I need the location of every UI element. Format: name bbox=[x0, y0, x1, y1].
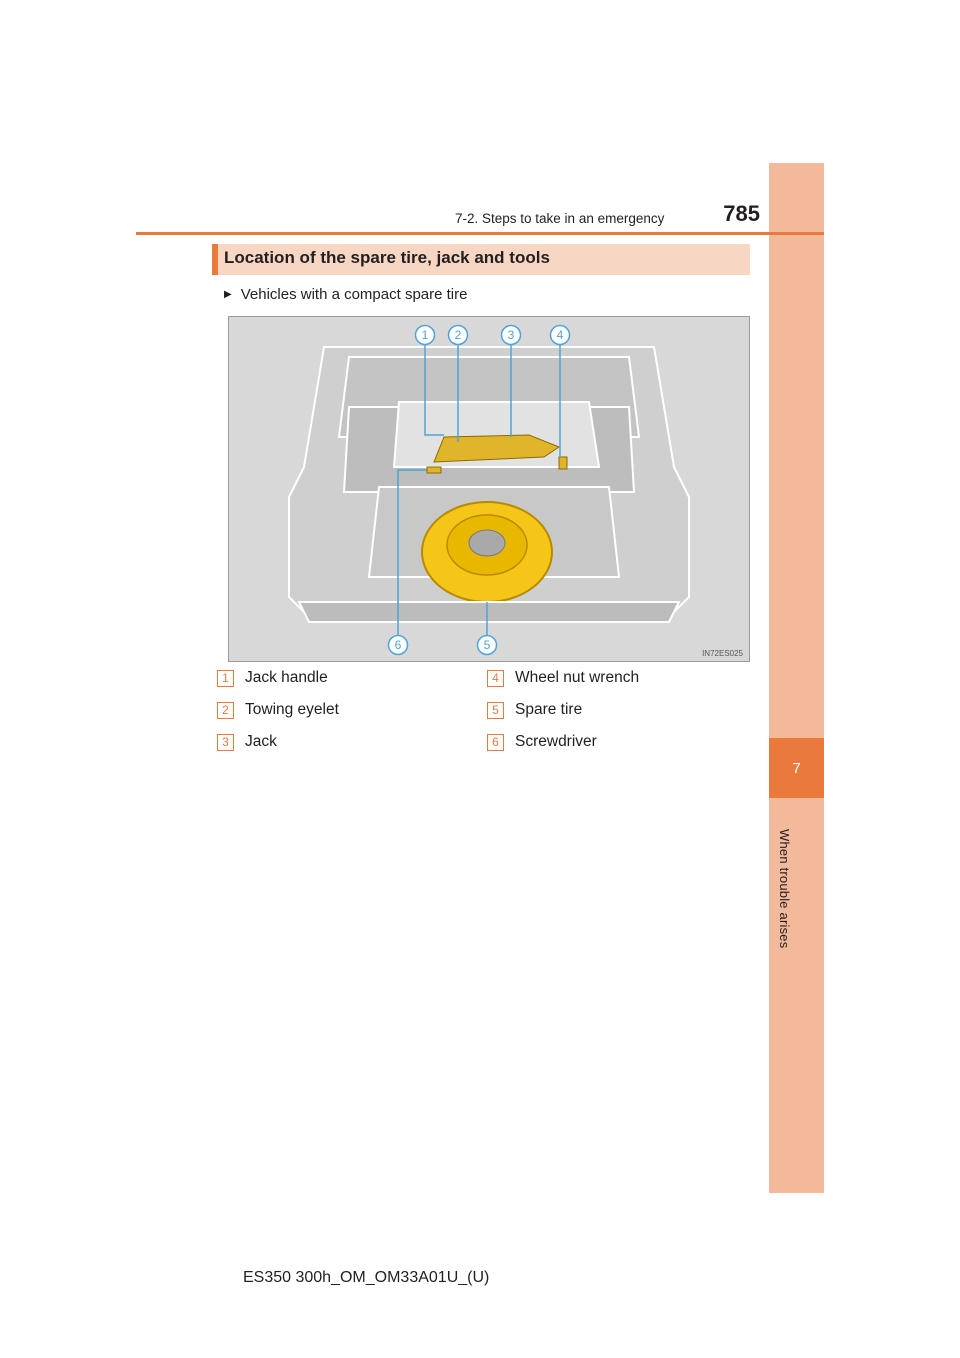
legend-label-4: Wheel nut wrench bbox=[515, 669, 640, 686]
callout-5 bbox=[476, 634, 498, 656]
callout-6 bbox=[387, 634, 409, 656]
chapter-label: When trouble arises bbox=[777, 829, 792, 949]
trunk-drawing: 1 2 3 4 5 6 bbox=[288, 324, 690, 656]
legend-item: 3 Jack bbox=[217, 733, 277, 751]
callout-6-number: 6 bbox=[395, 638, 402, 652]
figure-code: IN72ES025 bbox=[702, 649, 743, 658]
spare-tire-hub bbox=[468, 529, 506, 557]
chapter-tab-lower bbox=[769, 798, 824, 1193]
legend-number-6: 6 bbox=[487, 733, 504, 751]
legend-number-5: 5 bbox=[487, 701, 504, 719]
vehicle-variant-note: ▶ Vehicles with a compact spare tire bbox=[224, 286, 467, 303]
legend-item: 1 Jack handle bbox=[217, 669, 328, 687]
legend-label-6: Screwdriver bbox=[515, 733, 597, 750]
running-header: 7-2. Steps to take in an emergency bbox=[455, 211, 665, 226]
callout-numbers: 1 2 3 4 5 6 bbox=[395, 328, 564, 652]
chapter-number: 7 bbox=[769, 738, 824, 798]
vehicle-variant-text: Vehicles with a compact spare tire bbox=[240, 286, 468, 303]
legend-number-1: 1 bbox=[217, 669, 234, 687]
jack-tool bbox=[433, 434, 561, 463]
legend-item: 4 Wheel nut wrench bbox=[487, 669, 639, 687]
page-number: 785 bbox=[723, 201, 760, 226]
rear-bumper bbox=[297, 601, 681, 623]
header-rule bbox=[136, 232, 824, 235]
triangle-bullet-icon: ▶ bbox=[224, 289, 232, 300]
callout-3-number: 3 bbox=[508, 328, 515, 342]
section-title: Location of the spare tire, jack and too… bbox=[224, 248, 550, 267]
legend-item: 5 Spare tire bbox=[487, 701, 582, 719]
callout-2-number: 2 bbox=[455, 328, 462, 342]
section-heading-accent bbox=[212, 244, 218, 275]
callout-5-number: 5 bbox=[484, 638, 491, 652]
legend-label-3: Jack bbox=[245, 733, 277, 750]
legend-label-1: Jack handle bbox=[245, 669, 328, 686]
wheel-nut-wrench bbox=[558, 456, 568, 470]
leader-1 bbox=[424, 345, 444, 436]
callout-2 bbox=[447, 324, 469, 346]
legend-label-2: Towing eyelet bbox=[245, 701, 339, 718]
screwdriver bbox=[426, 466, 442, 474]
legend-item: 6 Screwdriver bbox=[487, 733, 597, 751]
document-code: ES350 300h_OM_OM33A01U_(U) bbox=[243, 1269, 490, 1286]
chapter-tab-upper bbox=[769, 163, 824, 738]
legend-label-5: Spare tire bbox=[515, 701, 583, 718]
legend-number-3: 3 bbox=[217, 733, 234, 751]
callout-3 bbox=[500, 324, 522, 346]
callout-circles bbox=[387, 324, 571, 656]
callout-4-number: 4 bbox=[557, 328, 564, 342]
trunk-illustration: 1 2 3 4 5 6 IN72ES025 bbox=[228, 316, 750, 662]
callout-1-number: 1 bbox=[422, 328, 429, 342]
callout-leaders bbox=[397, 345, 561, 635]
callout-4 bbox=[549, 324, 571, 346]
section-heading-bar: Location of the spare tire, jack and too… bbox=[212, 244, 750, 275]
callout-1 bbox=[414, 324, 436, 346]
legend-number-4: 4 bbox=[487, 669, 504, 687]
legend-number-2: 2 bbox=[217, 701, 234, 719]
leader-6 bbox=[397, 469, 427, 635]
legend-item: 2 Towing eyelet bbox=[217, 701, 339, 719]
